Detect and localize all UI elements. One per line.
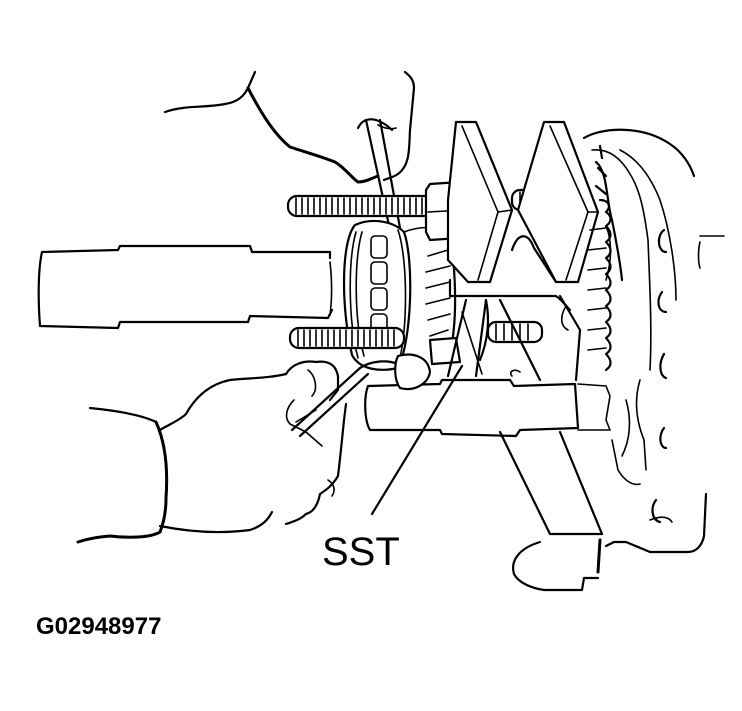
lower-hand: [76, 360, 348, 544]
figure-id-label: G02948977: [36, 613, 162, 640]
wrench: [290, 353, 432, 447]
callout-leader: [370, 364, 464, 516]
shaft: [37, 244, 334, 330]
puller-arms-lower: [446, 294, 582, 382]
ring-gear-teeth: [587, 198, 612, 372]
puller-plate-rear: [510, 120, 600, 284]
puller-bolt-upper: [286, 188, 560, 218]
lower-shaft: [364, 369, 611, 438]
upper-hand: [163, 70, 416, 184]
housing: [582, 128, 725, 554]
sst-callout-label: SST: [322, 530, 400, 574]
stand-legs: [498, 430, 604, 592]
puller-plate-front: [446, 120, 514, 284]
